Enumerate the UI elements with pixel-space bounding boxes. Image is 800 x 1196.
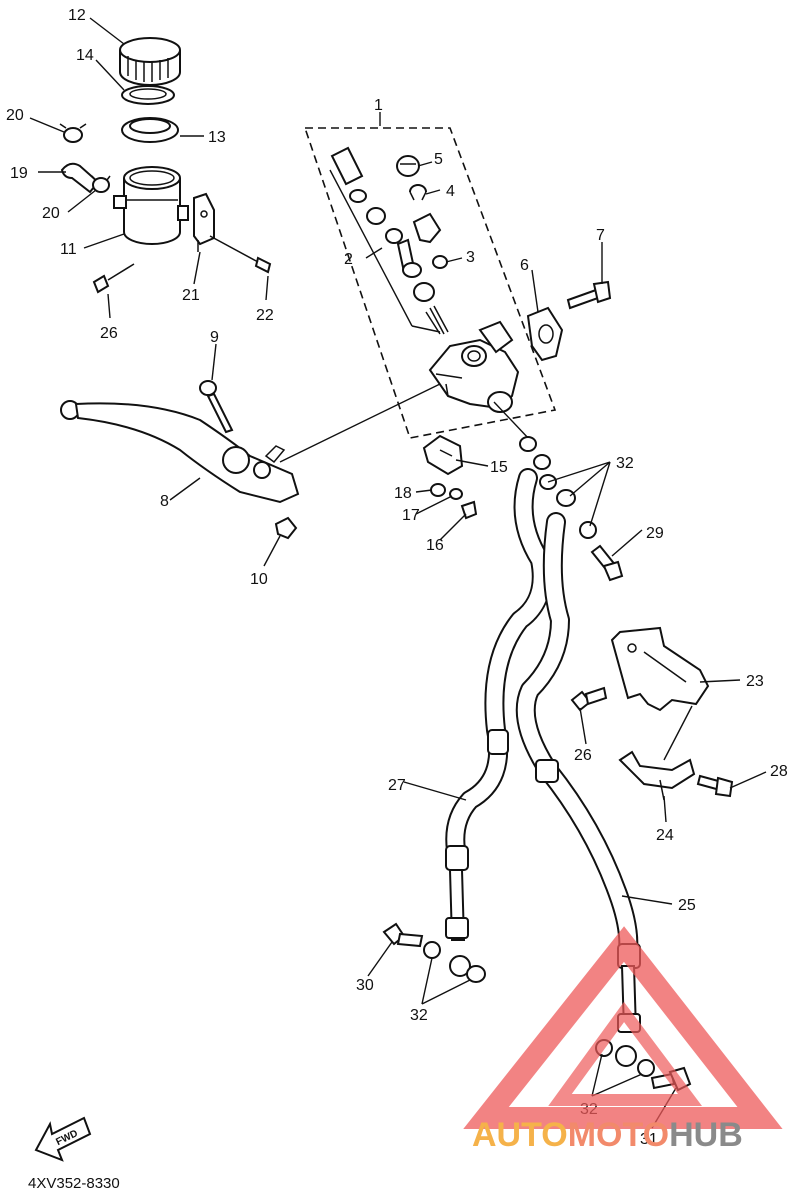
label-19: 19	[10, 165, 28, 182]
diagram-code: 4XV352-8330	[28, 1175, 120, 1192]
circlip-4	[409, 184, 427, 201]
label-9: 9	[210, 329, 219, 346]
lead-24-25	[663, 705, 693, 761]
label-28: 27	[388, 777, 406, 794]
label-20-bottom: 20	[42, 205, 60, 222]
label-21: 21	[182, 287, 200, 304]
fwd-arrow-icon: FWD	[34, 1116, 92, 1162]
label-26: 26	[574, 747, 592, 764]
label-22: 22	[256, 307, 274, 324]
label-15: 15	[490, 459, 508, 476]
screw-26	[570, 686, 608, 712]
master-cylinder-body	[428, 320, 520, 413]
hose-guide-25	[618, 750, 696, 801]
cap-plate-14	[121, 85, 175, 105]
label-14: 14	[76, 47, 94, 64]
nut-10	[274, 516, 298, 540]
seal-3	[432, 255, 448, 269]
reservoir-bracket-21	[193, 192, 215, 252]
label-27: 25	[678, 897, 696, 914]
lead-lever-to-body	[279, 383, 441, 463]
label-18: 18	[394, 485, 412, 502]
label-31-left: 30	[356, 977, 374, 994]
bolt-7	[566, 280, 612, 310]
watermark-hub: HUB	[669, 1116, 743, 1154]
screw-23	[92, 263, 135, 294]
label-29: 28	[770, 763, 788, 780]
label-23: 26	[100, 325, 118, 342]
brake-lever-8	[60, 400, 300, 504]
callout-numbers: 12 14 20 13 19 20 11 21 22 26 1 2 3 4 5 …	[6, 7, 788, 1148]
washer-18	[430, 483, 446, 497]
label-25: 24	[656, 827, 674, 844]
label-12: 12	[68, 7, 86, 24]
label-4: 4	[446, 183, 455, 200]
label-20-top: 20	[6, 107, 24, 124]
label-16: 16	[426, 537, 444, 554]
diaphragm-13	[121, 117, 179, 143]
assembly-outline	[303, 127, 557, 439]
reservoir-tank-11	[113, 166, 189, 245]
union-bolt-30	[590, 544, 624, 582]
bolt-31-left	[382, 922, 441, 959]
watermark-auto: AUTO	[472, 1116, 568, 1154]
brake-hose-28	[445, 468, 552, 983]
boot-5	[396, 155, 420, 177]
label-5: 5	[434, 151, 443, 168]
label-7: 7	[596, 227, 605, 244]
washer-32-e	[579, 521, 597, 539]
label-31-right: 31	[640, 1131, 658, 1148]
label-13: 13	[208, 129, 226, 146]
washer-32-b	[533, 454, 551, 470]
lead-piston	[329, 169, 413, 327]
label-8: 8	[160, 493, 169, 510]
label-11: 11	[60, 241, 77, 258]
leader-lines	[29, 17, 767, 1129]
hose-clamp-20-bottom	[91, 175, 111, 193]
label-30: 29	[646, 525, 664, 542]
label-3: 3	[466, 249, 475, 266]
label-32-left: 32	[410, 1007, 428, 1024]
washer-32-d	[556, 489, 576, 507]
screw-29	[696, 774, 734, 798]
label-10: 10	[250, 571, 268, 588]
label-1: 1	[374, 97, 383, 114]
lead-piston-end	[411, 325, 441, 333]
watermark-logo	[463, 926, 783, 1129]
hose-clamp-20-top	[59, 123, 87, 143]
washer-32-a	[519, 436, 537, 452]
label-17: 17	[402, 507, 420, 524]
clamp-holder-6	[526, 306, 564, 362]
screw-22	[209, 235, 272, 274]
watermark-moto: MOTO	[568, 1116, 669, 1154]
label-2: 2	[344, 251, 353, 268]
label-6: 6	[520, 257, 529, 274]
piston-kit-2	[330, 146, 449, 335]
watermark-text: AUTOMOTOHUB	[472, 1116, 743, 1154]
pivot-bolt-9	[199, 380, 234, 434]
hose-bracket-24	[610, 626, 710, 712]
washer-17	[449, 488, 463, 500]
lead-body-to-union	[493, 401, 531, 441]
brake-switch-15	[422, 434, 464, 476]
pushrod-boot	[412, 212, 442, 244]
reservoir-cap-12	[119, 37, 181, 86]
label-24: 23	[746, 673, 764, 690]
label-32-top: 32	[616, 455, 634, 472]
